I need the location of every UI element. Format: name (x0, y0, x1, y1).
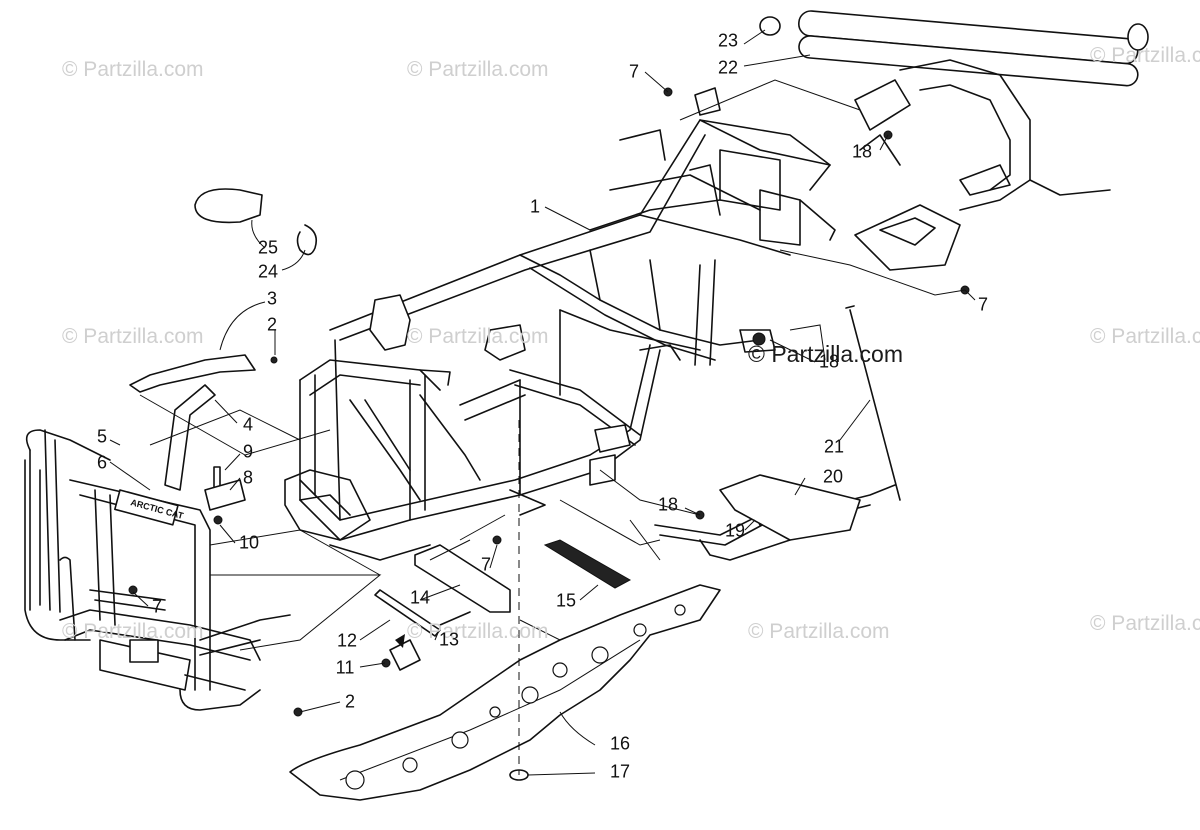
callout-5: 5 (96, 426, 108, 447)
pad-15 (543, 539, 632, 589)
watermark: © Partzilla.com (407, 620, 549, 643)
watermark: © Partzilla.com (407, 325, 549, 348)
footrest-bracket (654, 474, 896, 561)
tube-14 (414, 544, 511, 613)
callout-11: 11 (335, 657, 355, 678)
callout-24: 24 (257, 261, 279, 282)
callout-22: 22 (717, 57, 739, 78)
hardware (128, 87, 970, 781)
callout-1: 1 (529, 196, 541, 217)
callout-7: 7 (151, 596, 163, 617)
bracket-11 (389, 639, 421, 671)
support-4 (164, 384, 216, 491)
callout-13: 13 (438, 629, 460, 650)
callout-12: 12 (336, 630, 358, 651)
callout-7: 7 (628, 61, 640, 82)
callout-19: 19 (724, 520, 746, 541)
watermark: © Partzilla.com (407, 58, 549, 81)
callout-25: 25 (257, 237, 279, 258)
bar-12 (374, 589, 441, 637)
watermark: © Partzilla.com (1090, 44, 1200, 67)
front-bumper (24, 429, 291, 711)
main-frame (284, 119, 836, 561)
callout-18: 18 (818, 351, 840, 372)
callout-2: 2 (266, 314, 278, 335)
callout-3: 3 (266, 288, 278, 309)
leader-lines (109, 29, 976, 776)
callout-7: 7 (480, 554, 492, 575)
clamp-25 (194, 188, 263, 224)
watermark: © Partzilla.com (1090, 325, 1200, 348)
center-watermark: © Partzilla.com (748, 341, 903, 367)
watermark: © Partzilla.com (1090, 612, 1200, 635)
callout-6: 6 (96, 452, 108, 473)
callout-20: 20 (822, 466, 844, 487)
callout-18: 18 (851, 141, 873, 162)
clamp-24 (296, 224, 318, 256)
plug-23 (759, 16, 781, 36)
callout-2: 2 (344, 691, 356, 712)
watermark: © Partzilla.com (62, 58, 204, 81)
callout-15: 15 (555, 590, 577, 611)
callout-7: 7 (977, 294, 989, 315)
callout-4: 4 (242, 414, 254, 435)
callout-23: 23 (717, 30, 739, 51)
callout-8: 8 (242, 467, 254, 488)
callout-18: 18 (657, 494, 679, 515)
watermark: © Partzilla.com (62, 620, 204, 643)
watermark: © Partzilla.com (748, 620, 890, 643)
callout-21: 21 (823, 436, 845, 457)
callout-14: 14 (409, 587, 431, 608)
rod-21 (849, 309, 901, 501)
callout-17: 17 (609, 761, 631, 782)
skid-plate (289, 584, 721, 801)
callout-9: 9 (242, 441, 254, 462)
watermark: © Partzilla.com (62, 325, 204, 348)
projection-lines (139, 79, 966, 651)
rear-rack (798, 10, 1149, 271)
bracket-3 (129, 354, 256, 393)
callout-16: 16 (609, 733, 631, 754)
callout-10: 10 (238, 532, 260, 553)
